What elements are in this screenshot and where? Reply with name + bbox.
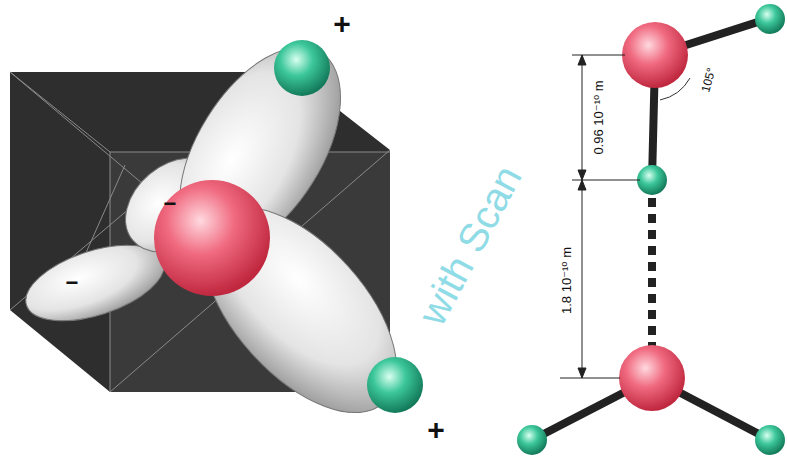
charge-sign: −: [66, 272, 79, 294]
charge-sign: +: [333, 9, 351, 39]
hydrogen-bond-figure: [517, 4, 785, 455]
hydrogen-atom: [274, 40, 330, 96]
charge-sign: −: [164, 193, 177, 215]
dimension-lines: [560, 55, 640, 378]
hydrogen-atom: [367, 357, 423, 413]
orbital-lobes: [17, 20, 432, 447]
dimension-label: 0.96 10⁻¹⁰ m: [592, 80, 605, 154]
watermark: with Scan: [412, 159, 529, 331]
dimension-label: 1.8 10⁻¹⁰ m: [560, 247, 573, 314]
angle-label: 105°: [699, 66, 717, 93]
oxygen-atom: [154, 180, 270, 296]
charge-sign: +: [427, 415, 445, 445]
